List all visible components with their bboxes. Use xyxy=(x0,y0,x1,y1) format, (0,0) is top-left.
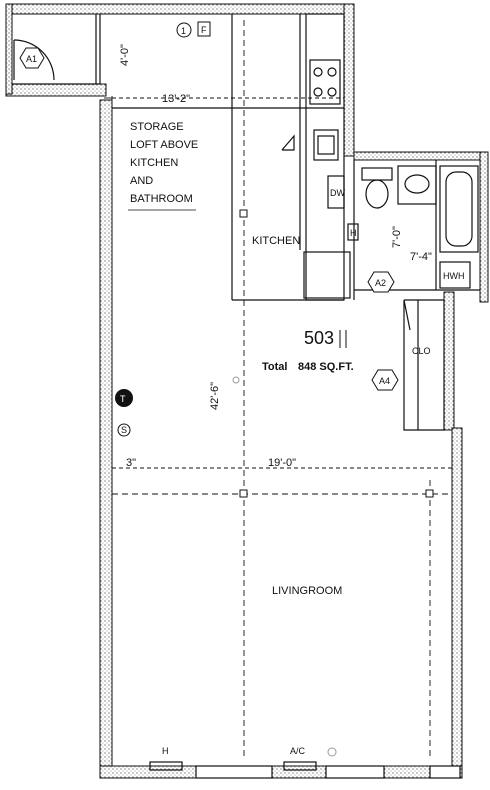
storage-label-1: STORAGE xyxy=(130,121,184,133)
bath-right-wall xyxy=(479,151,489,303)
svg-text:1: 1 xyxy=(181,26,186,36)
svg-text:A1: A1 xyxy=(26,54,37,64)
ac-label: A/C xyxy=(290,746,306,756)
window-3 xyxy=(283,761,317,771)
unit-total-label: Total xyxy=(262,361,287,373)
dimension-left-offset: 3" xyxy=(126,457,136,469)
burner-1 xyxy=(313,67,323,77)
entry-left-wall xyxy=(5,3,13,95)
storage-label-3: KITCHEN xyxy=(130,157,178,169)
unit-area: 848 SQ.FT. xyxy=(298,361,354,373)
storage-label-2: LOFT ABOVE xyxy=(130,139,198,151)
burner-3 xyxy=(313,87,323,97)
column-marker-1 xyxy=(239,209,248,218)
right-mid-wall xyxy=(443,291,455,431)
dimension-living-width: 19'-0" xyxy=(268,457,296,469)
exterior-walls xyxy=(5,3,489,779)
hot-water-heater-label: HWH xyxy=(443,271,465,281)
burner-4 xyxy=(327,87,337,97)
bath-sink-basin xyxy=(404,174,430,194)
right-lower-wall xyxy=(451,427,463,775)
fridge xyxy=(303,251,351,299)
hot-water-heater xyxy=(439,261,471,289)
tag-s: S xyxy=(117,423,131,437)
dimension-kitchen-width: 13'-2" xyxy=(162,93,190,105)
livingroom-label: LIVINGROOM xyxy=(272,585,342,597)
svg-text:T: T xyxy=(120,394,126,404)
kitchen-label: KITCHEN xyxy=(252,235,300,247)
tag-a4: A4 xyxy=(371,369,399,391)
window-4 xyxy=(325,765,385,779)
bathtub-inner xyxy=(445,171,473,247)
window-1 xyxy=(149,761,183,771)
bottom-wall xyxy=(99,765,463,779)
burner-2 xyxy=(327,67,337,77)
column-marker-3 xyxy=(425,489,434,498)
interior-walls xyxy=(12,13,480,779)
right-top-wall xyxy=(343,3,355,157)
tag-t: T xyxy=(115,389,133,407)
bathtub xyxy=(439,165,479,253)
heater-h-box xyxy=(347,223,359,241)
tag-a1: A1 xyxy=(19,47,45,69)
svg-text:F: F xyxy=(201,25,207,35)
column-marker-5 xyxy=(327,747,337,757)
bath-top-wall xyxy=(353,151,489,161)
top-wall xyxy=(5,3,355,15)
window-2 xyxy=(195,765,273,779)
storage-label-5: BATHROOM xyxy=(130,193,193,205)
bath-sink xyxy=(397,165,437,205)
closet-label: CLO xyxy=(412,346,431,356)
storage-label-4: AND xyxy=(130,175,153,187)
dishwasher-label: DW xyxy=(330,188,345,198)
column-marker-2 xyxy=(239,489,248,498)
window-h-label: H xyxy=(162,746,169,756)
dimension-unit-length: 42'-6" xyxy=(209,382,221,410)
unit-number: 503 xyxy=(304,328,334,348)
heater-h-label: H xyxy=(350,228,357,238)
entry-bottom-wall xyxy=(5,83,107,97)
dimension-entry-depth: 4'-0" xyxy=(119,44,131,66)
toilet-bowl xyxy=(365,179,389,209)
left-wall xyxy=(99,99,113,775)
window-5 xyxy=(429,765,461,779)
dishwasher xyxy=(327,175,345,209)
column-marker-4 xyxy=(232,376,240,384)
dimension-lines xyxy=(104,20,452,760)
dimension-bath-depth: 7'-0" xyxy=(391,226,403,248)
tag-a2: A2 xyxy=(367,271,395,293)
svg-text:A4: A4 xyxy=(379,376,390,386)
svg-text:S: S xyxy=(121,425,127,435)
tag-f: F xyxy=(197,21,211,37)
toilet-tank xyxy=(361,167,393,181)
dimension-bath-width: 7'-4" xyxy=(410,251,432,263)
stove-top xyxy=(309,59,341,105)
svg-text:A2: A2 xyxy=(375,278,386,288)
tag-one: 1 xyxy=(176,22,192,38)
kitchen-sink xyxy=(313,129,339,161)
kitchen-sink-basin xyxy=(317,135,335,155)
